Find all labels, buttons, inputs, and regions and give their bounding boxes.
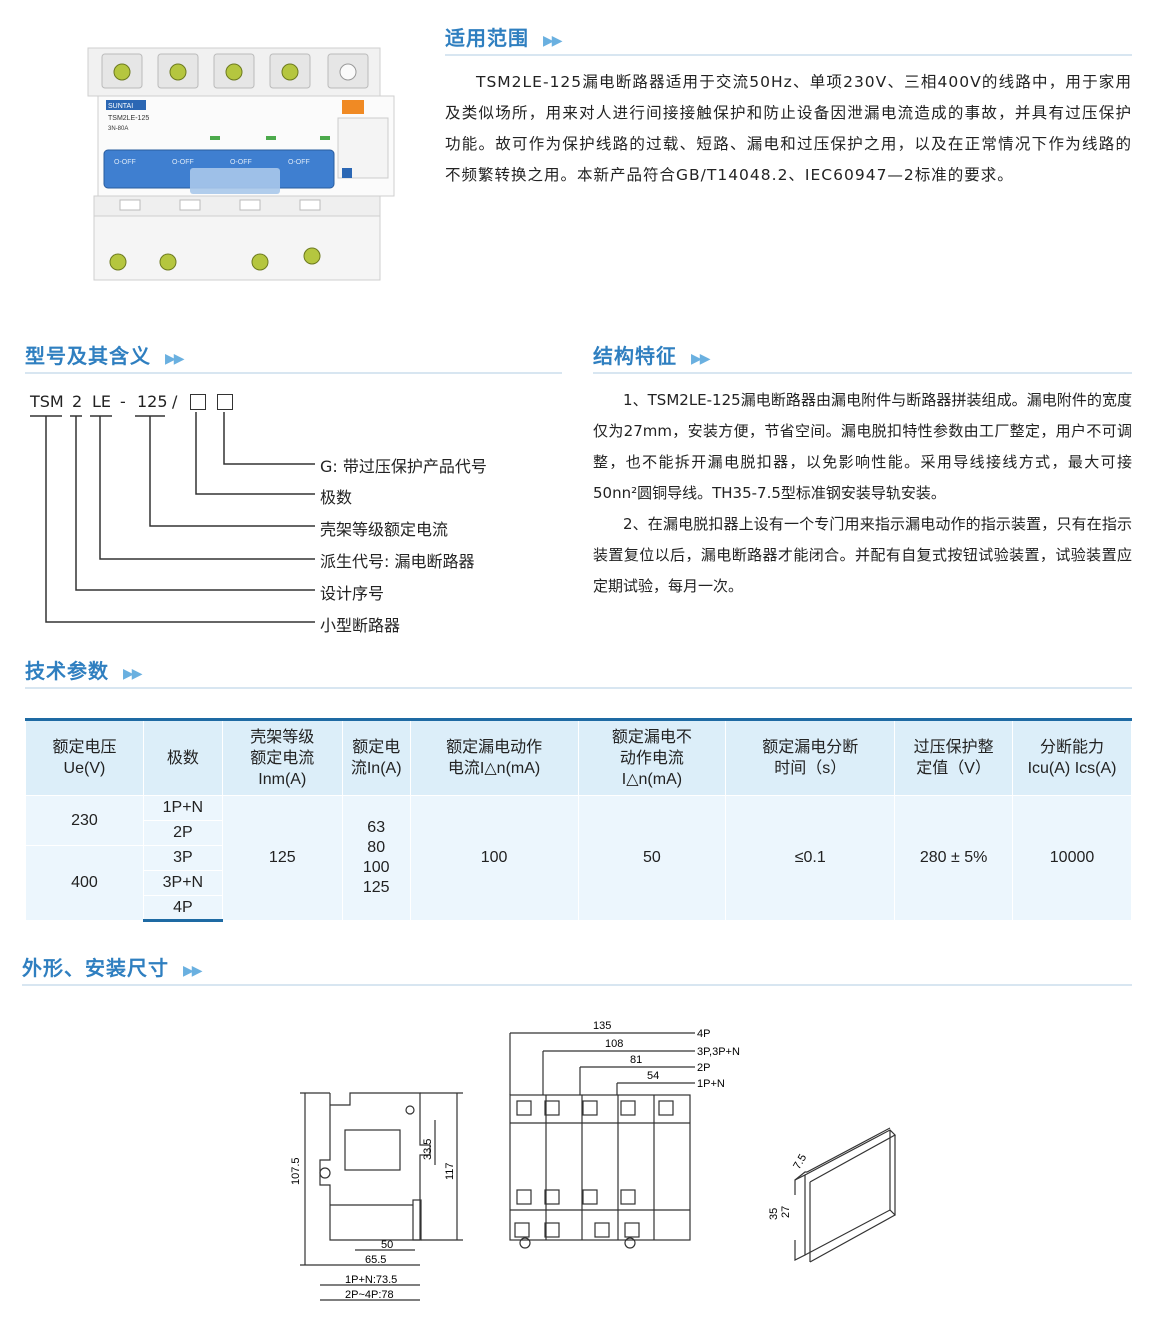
model-part-dash: - [120,392,126,411]
din-rail-drawing: 35 27 7.5 [768,1127,896,1263]
cell-breaking: 10000 [1012,795,1132,921]
product-model: TSM2LE-125 [108,115,149,122]
meaning-g: G: 带过压保护产品代号 [320,457,487,476]
structure-p1: 1、TSM2LE-125漏电断路器由漏电附件与断路器拼装组成。漏电附件的宽度仅为… [593,391,1132,502]
label-2p: 2P [697,1062,710,1074]
scope-paragraph: TSM2LE-125漏电断路器适用于交流50Hz、单项230V、三相400V的线… [445,67,1132,191]
side-view-drawing: 107.5 33.5 117 50 65.5 1P+N:73.5 2P~4P:7… [290,1092,463,1301]
product-photo: SUNTAI TSM2LE-125 3N-80A O-OFF O-OFF O-OF… [87,47,395,281]
structure-paragraphs: 1、TSM2LE-125漏电断路器由漏电附件与断路器拼装组成。漏电附件的宽度仅为… [593,385,1132,602]
cell-pole: 3P [142,845,223,871]
meaning-mcb: 小型断路器 [320,616,401,635]
divider [445,54,1132,56]
dim-54: 54 [647,1070,659,1082]
th-time: 额定漏电分断时间（s） [725,718,896,796]
svg-text:O-OFF: O-OFF [230,159,252,166]
dim-65: 65.5 [365,1254,386,1266]
table-row: 4P [26,895,1132,922]
svg-text:O-OFF: O-OFF [114,159,136,166]
model-box-poles [190,394,206,410]
scope-text: TSM2LE-125漏电断路器适用于交流50Hz、单项230V、三相400V的线… [445,73,1132,184]
scope-heading: 适用范围 ▶▶ [445,22,562,51]
svg-text:O-OFF: O-OFF [172,159,194,166]
model-part-slash: / [172,392,178,411]
dim-135: 135 [593,1020,611,1032]
model-lines [30,412,315,623]
meaning-poles: 极数 [320,488,353,507]
cell-time: ≤0.1 [725,795,896,921]
model-part-design: 2 [72,392,83,411]
table-row: 3P+N [26,870,1132,896]
product-rating: 3N-80A [108,126,128,132]
label-4p: 4P [697,1028,710,1040]
structure-title: 结构特征 [593,344,677,368]
table-row: 2P [26,820,1132,846]
dim-73: 1P+N:73.5 [345,1274,397,1286]
model-title: 型号及其含义 [25,344,151,368]
divider [25,687,1132,689]
dim-81: 81 [630,1054,642,1066]
svg-text:O-OFF: O-OFF [288,159,310,166]
divider [25,372,562,374]
model-part-le: LE [92,392,112,411]
structure-p2: 2、在漏电脱扣器上设有一个专门用来指示漏电动作的指示装置，只有在指示装置复位以后… [593,515,1132,595]
dim-27: 27 [780,1206,792,1218]
th-poles: 极数 [142,718,223,796]
divider [593,372,1132,374]
dims-heading: 外形、安装尺寸 ▶▶ [22,952,202,981]
cell-voltage-400: 400 [25,845,144,921]
dim-78: 2P~4P:78 [345,1289,394,1301]
meaning-frame-current: 壳架等级额定电流 [320,520,449,539]
arrow-icon: ▶▶ [691,351,710,367]
meaning-derived: 派生代号: 漏电断路器 [320,552,475,571]
arrow-icon: ▶▶ [165,351,184,367]
cell-inm: 125 [221,795,343,921]
meaning-design: 设计序号 [320,584,385,603]
cell-pole: 4P [142,895,223,922]
product-brand: SUNTAI [108,103,133,110]
dim-33: 33.5 [422,1139,434,1160]
label-3p: 3P,3P+N [697,1046,740,1058]
cell-idn: 100 [409,795,579,921]
tech-heading: 技术参数 ▶▶ [25,655,142,684]
arrow-icon: ▶▶ [123,666,142,682]
th-overvolt: 过压保护整定值（V） [894,718,1014,796]
table-row: 400 3P [25,845,1132,921]
model-part-125: 125 [137,392,168,411]
arrow-icon: ▶▶ [183,963,202,979]
front-view-drawing: 135 108 81 54 4P 3P,3P+N 2P 1P+N [509,1020,740,1249]
tech-title: 技术参数 [25,659,109,683]
dim-108: 108 [605,1038,623,1050]
cell-pole: 1P+N [142,795,223,821]
label-1p: 1P+N [697,1078,725,1090]
cell-pole: 3P+N [142,870,223,896]
cell-pole: 2P [142,820,223,846]
dim-117: 117 [444,1162,456,1180]
scope-title: 适用范围 [445,26,529,50]
th-in: 额定电流In(A) [341,718,411,796]
divider [22,984,1132,986]
dim-50: 50 [381,1239,393,1251]
cell-idno: 50 [577,795,727,921]
th-idn: 额定漏电动作电流I△n(mA) [409,718,579,796]
cell-overvolt: 280 ± 5% [894,795,1014,921]
arrow-icon: ▶▶ [543,33,562,49]
dim-107: 107.5 [290,1157,302,1185]
dim-35: 35 [768,1208,780,1220]
dims-title: 外形、安装尺寸 [22,956,169,980]
dim-7-5: 7.5 [791,1152,809,1171]
model-box-g [217,394,233,410]
structure-heading: 结构特征 ▶▶ [593,340,710,369]
model-part-tsm: TSM [30,392,64,411]
cell-voltage-230: 230 [25,795,144,846]
model-heading: 型号及其含义 ▶▶ [25,340,184,369]
